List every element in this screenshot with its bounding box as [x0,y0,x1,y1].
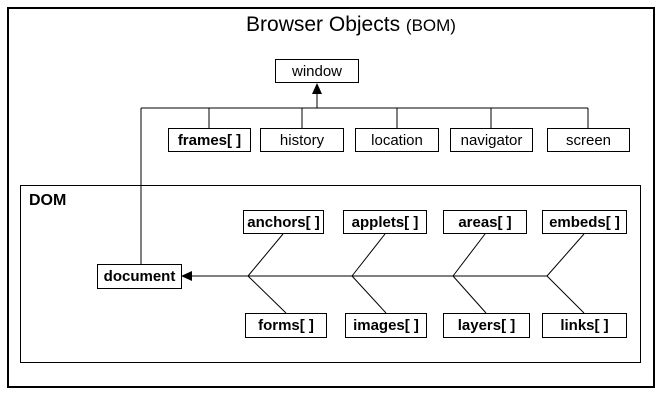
node-location: location [355,128,439,152]
node-frames: frames[ ] [168,128,251,152]
node-areas: areas[ ] [443,210,527,234]
node-document: document [97,264,182,289]
node-applets: applets[ ] [343,210,427,234]
page-title: Browser Objects (BOM) [246,13,456,37]
node-layers: layers[ ] [443,313,530,338]
node-history: history [260,128,344,152]
node-window: window [275,59,359,83]
outer-border [7,7,655,388]
node-images: images[ ] [345,313,427,338]
dom-container: DOM [20,185,641,363]
dom-label: DOM [29,192,67,209]
node-screen: screen [547,128,630,152]
node-navigator: navigator [450,128,533,152]
node-links: links[ ] [542,313,627,338]
title-suffix: (BOM) [405,16,456,35]
node-forms: forms[ ] [245,313,327,338]
title-main: Browser Objects [246,13,401,36]
node-anchors: anchors[ ] [243,210,324,234]
node-embeds: embeds[ ] [542,210,627,234]
